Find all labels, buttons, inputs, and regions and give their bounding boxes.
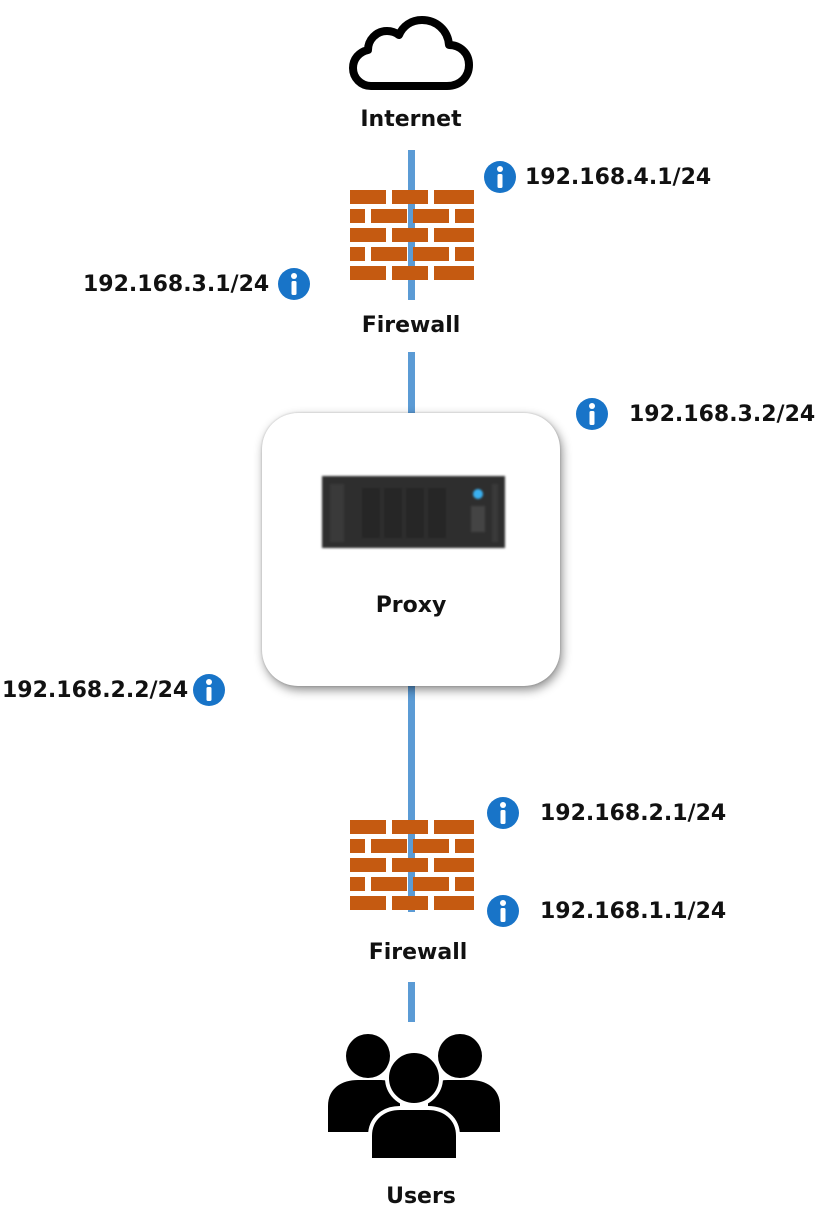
ip-address: 192.168.1.1/24 [540, 898, 727, 924]
firewall-top-icon [350, 190, 474, 280]
cloud-icon [349, 16, 473, 90]
info-icon[interactable] [192, 673, 226, 707]
proxy-label: Proxy [375, 593, 447, 618]
interface-fw-top-inside[interactable]: 192.168.3.1/24 [83, 267, 311, 301]
info-icon[interactable] [575, 397, 609, 431]
interface-fw-bottom-outside[interactable]: 192.168.2.1/24 [486, 796, 726, 830]
interface-fw-bottom-inside[interactable]: 192.168.1.1/24 [486, 894, 726, 928]
ip-address: 192.168.4.1/24 [525, 164, 712, 190]
link-proxy-firewall-bottom [408, 686, 415, 912]
ip-address: 192.168.2.1/24 [540, 800, 727, 826]
link-internet-firewall-top [408, 150, 415, 300]
info-icon[interactable] [483, 160, 517, 194]
ip-address: 192.168.3.2/24 [629, 401, 816, 427]
ip-address: 192.168.2.2/24 [2, 677, 189, 703]
firewall-bottom-label: Firewall [368, 940, 468, 965]
users-group-icon [328, 1034, 500, 1160]
interface-proxy-outside[interactable]: 192.168.3.2/24 [575, 397, 815, 431]
internet-node: Internet [311, 0, 511, 140]
users-label: Users [386, 1184, 456, 1209]
firewall-bottom-icon [350, 820, 474, 910]
info-icon[interactable] [277, 267, 311, 301]
link-firewall-bottom-users [408, 982, 415, 1022]
info-icon[interactable] [486, 894, 520, 928]
interface-proxy-inside[interactable]: 192.168.2.2/24 [2, 673, 226, 707]
interface-fw-top-outside[interactable]: 192.168.4.1/24 [483, 160, 711, 194]
link-firewall-top-proxy [408, 352, 415, 414]
internet-label: Internet [360, 107, 462, 132]
info-icon[interactable] [486, 796, 520, 830]
ip-address: 192.168.3.1/24 [83, 271, 270, 297]
proxy-node[interactable]: Proxy [262, 413, 560, 686]
server-icon [322, 476, 505, 548]
firewall-top-label: Firewall [361, 313, 461, 338]
